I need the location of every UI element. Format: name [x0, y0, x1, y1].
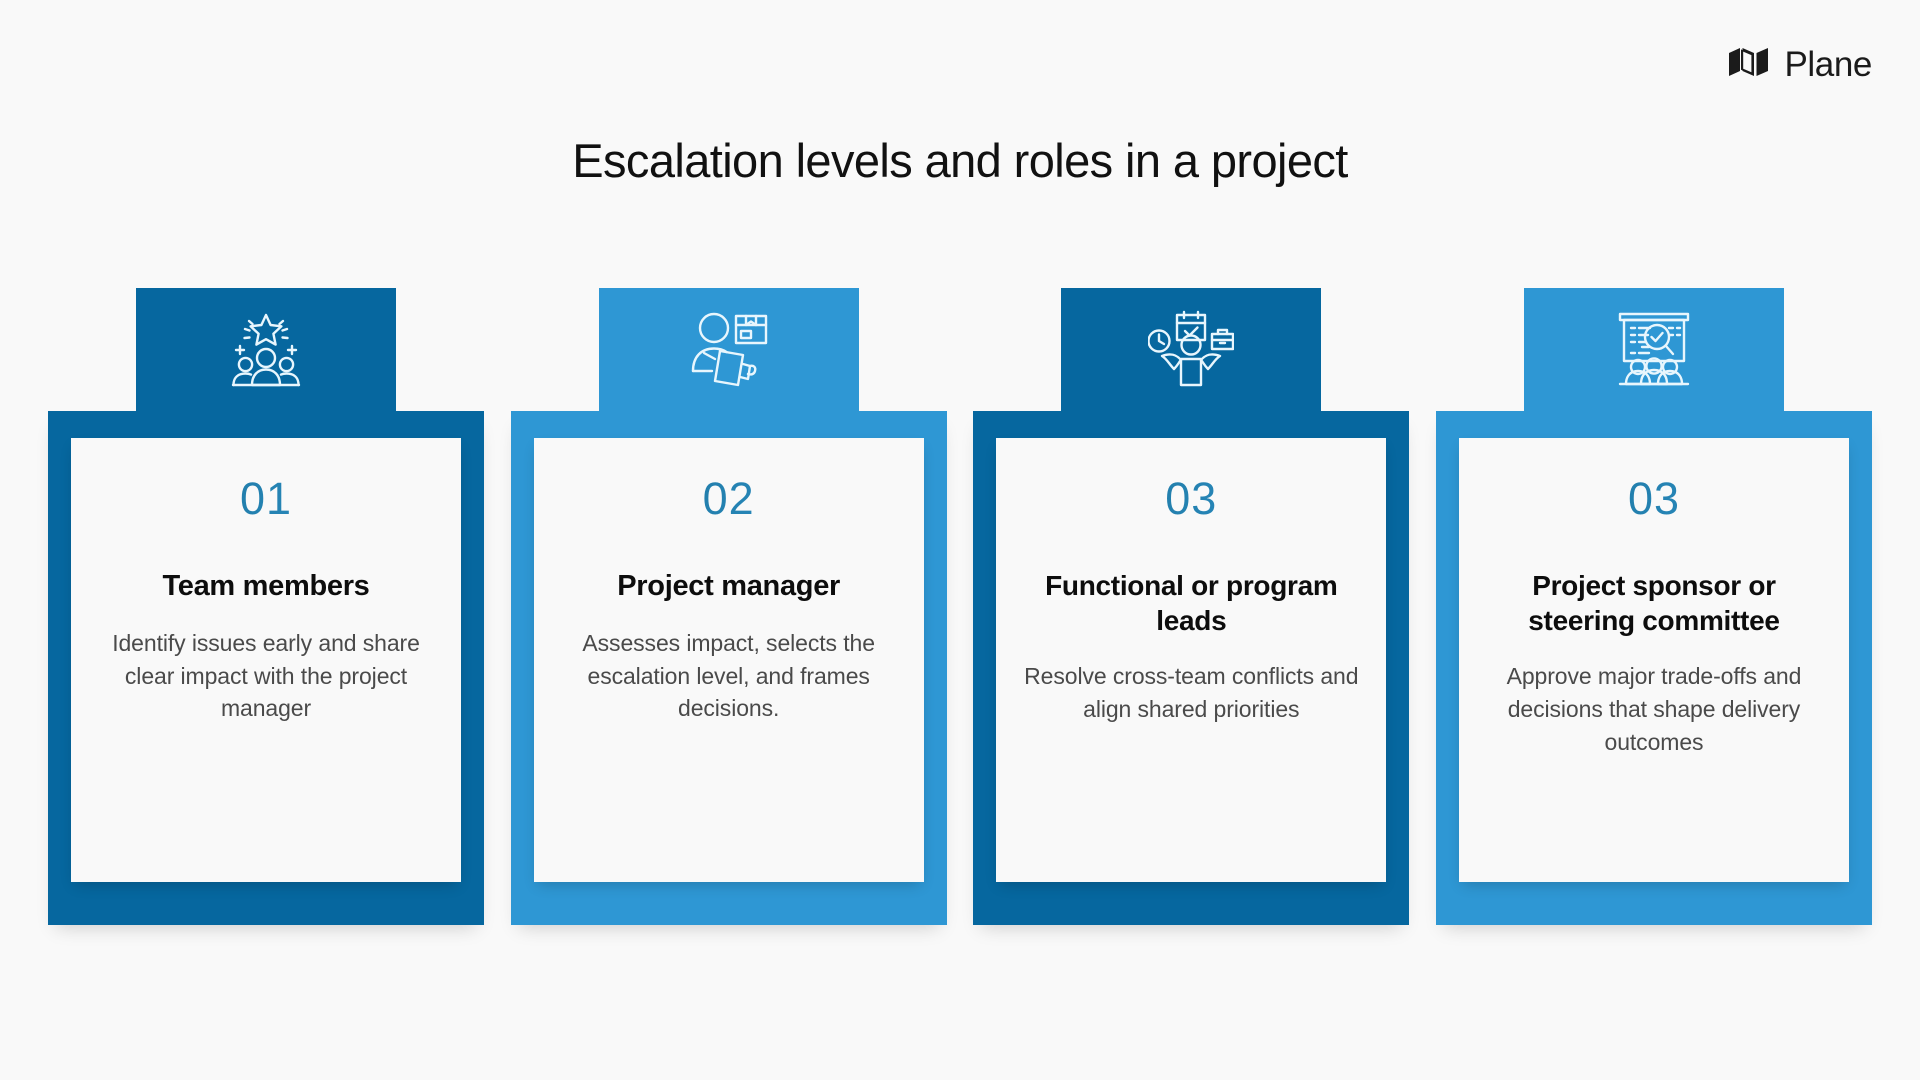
card-body: Approve major trade-offs and decisions t…: [1506, 663, 1802, 755]
person-balancing-tasks-icon: [1147, 309, 1235, 394]
card-panel: 03 Project sponsor or steering committee…: [1458, 438, 1849, 882]
card-heading: Team members: [162, 570, 370, 602]
card-number: 02: [560, 476, 898, 521]
card-project-manager[interactable]: 02 Project manager Assesses impact, sele…: [510, 288, 947, 925]
person-package-icon: [688, 309, 770, 394]
presentation-review-icon: [1612, 309, 1696, 394]
card-heading: Project sponsor or steering committee: [1528, 570, 1780, 636]
card-panel: 01 Team members Identify issues early an…: [71, 438, 461, 882]
card-heading: Functional or program leads: [1045, 570, 1338, 636]
card-project-sponsor[interactable]: 03 Project sponsor or steering committee…: [1435, 288, 1872, 925]
page-title: Escalation levels and roles in a project: [572, 134, 1348, 187]
card-tab: [136, 288, 396, 415]
card-panel: 02 Project manager Assesses impact, sele…: [533, 438, 924, 882]
card-body: Assesses impact, selects the escalation …: [582, 629, 875, 722]
cards-row: 01 Team members Identify issues early an…: [48, 288, 1872, 928]
card-body: Identify issues early and share clear im…: [112, 629, 420, 722]
card-team-members[interactable]: 01 Team members Identify issues early an…: [48, 288, 484, 925]
card-tab: [1061, 288, 1322, 415]
card-heading: Project manager: [617, 570, 841, 602]
card-panel: 03 Functional or program leads Resolve c…: [996, 438, 1387, 882]
brand-name: Plane: [1784, 45, 1872, 84]
card-body: Resolve cross-team conflicts and align s…: [1024, 663, 1359, 723]
card-number: 03: [1022, 476, 1360, 521]
brand-logo: Plane: [1727, 46, 1872, 83]
team-star-icon: [225, 309, 307, 394]
card-number: 03: [1485, 476, 1823, 521]
card-tab: [598, 288, 859, 415]
card-tab: [1523, 288, 1784, 415]
plane-logo-icon: [1727, 46, 1771, 83]
card-number: 01: [97, 476, 435, 521]
card-functional-leads[interactable]: 03 Functional or program leads Resolve c…: [973, 288, 1410, 925]
